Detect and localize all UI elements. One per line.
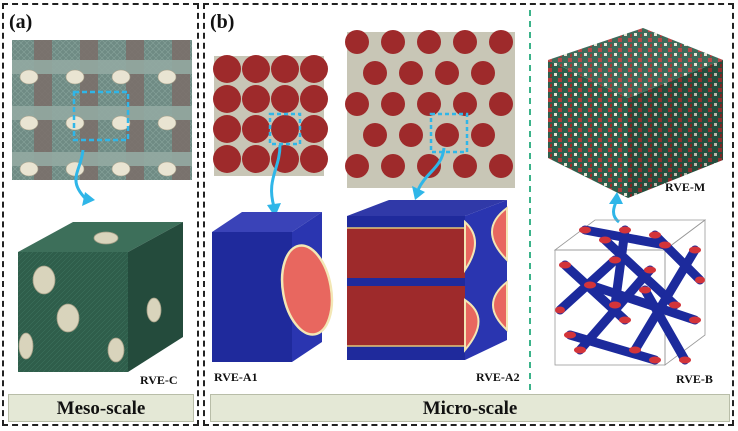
rve-m-label: RVE-M bbox=[665, 180, 706, 194]
rve-b-network bbox=[553, 219, 707, 366]
meso-scale-banner: Meso-scale bbox=[8, 394, 194, 422]
rve-b-label: RVE-B bbox=[676, 372, 713, 386]
panel-micro bbox=[203, 3, 734, 426]
rve-a1-label: RVE-A1 bbox=[214, 370, 258, 384]
rve-a2-label: RVE-A2 bbox=[476, 370, 520, 384]
arrow-to-rve-a2 bbox=[412, 147, 446, 200]
fiber-array-large bbox=[345, 30, 515, 188]
arrow-to-rve-m bbox=[609, 192, 623, 224]
rve-a2-cube bbox=[347, 200, 508, 360]
micro-scale-caption: Micro-scale bbox=[422, 398, 518, 419]
arrow-to-rve-a1 bbox=[267, 144, 282, 217]
panel-meso bbox=[2, 3, 199, 426]
divider-line bbox=[529, 10, 531, 390]
fiber-array-small bbox=[213, 55, 328, 176]
micro-scale-banner: Micro-scale bbox=[210, 394, 730, 422]
panel-a-label: (a) bbox=[9, 11, 33, 33]
meso-scale-caption: Meso-scale bbox=[56, 398, 146, 419]
rve-a1-cube bbox=[212, 212, 334, 362]
rve-m-cube bbox=[548, 28, 723, 198]
panel-b-label: (b) bbox=[210, 11, 235, 33]
rve-c-cube bbox=[18, 222, 183, 372]
rve-c-label: RVE-C bbox=[140, 373, 178, 387]
woven-composite-image bbox=[12, 40, 192, 180]
arrow-to-rve-c bbox=[74, 149, 95, 206]
